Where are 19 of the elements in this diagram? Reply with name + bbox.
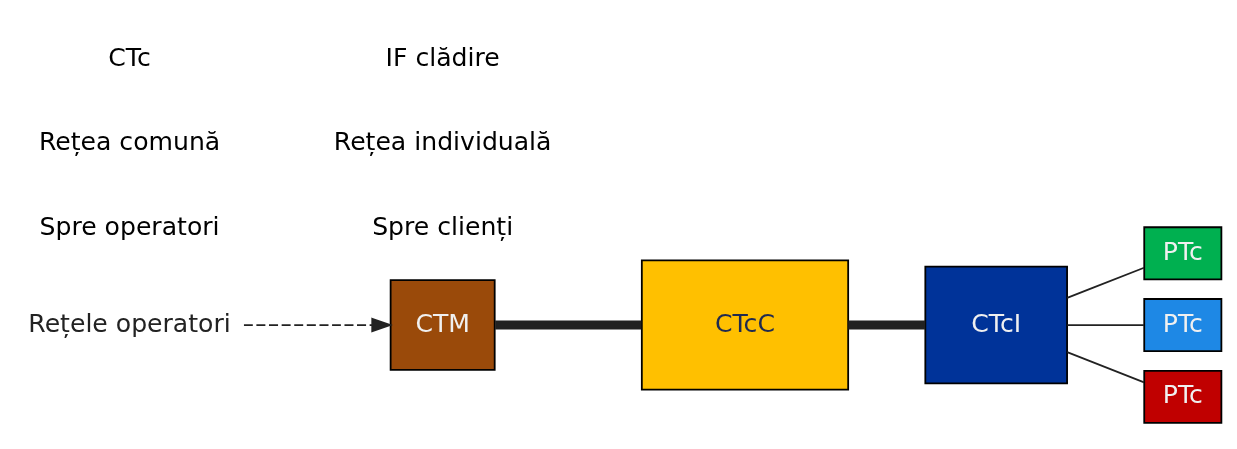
label: CTc: [108, 42, 151, 72]
connector: [1066, 323, 1145, 326]
node-box: PTc: [1143, 297, 1223, 352]
node-box: CTcC: [640, 259, 850, 391]
label: Rețea comună: [38, 126, 221, 156]
label: Spre clienți: [372, 211, 514, 241]
connector: [495, 320, 642, 329]
node-box: CTcI: [924, 265, 1068, 384]
node-box: PTc: [1143, 369, 1223, 424]
label: IF clădire: [385, 42, 500, 72]
label: Spre operatori: [39, 211, 220, 241]
connector: [848, 320, 926, 329]
label: Rețea individuală: [333, 126, 552, 156]
node-box: PTc: [1143, 225, 1223, 280]
connector: [1066, 350, 1145, 383]
node-box: CTM: [389, 278, 496, 371]
node-text: Rețele operatori: [28, 308, 231, 338]
connector: [1066, 266, 1145, 299]
arrow: [243, 317, 393, 333]
